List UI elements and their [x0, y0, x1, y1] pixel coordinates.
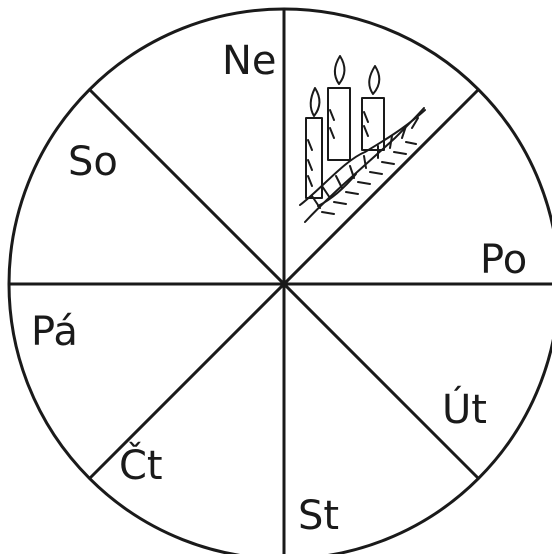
label-ut: Út [442, 390, 487, 430]
advent-candles-icon [300, 56, 425, 222]
label-so: So [68, 142, 118, 182]
label-ct: Čt [119, 446, 163, 486]
label-ne: Ne [222, 41, 277, 81]
label-po: Po [480, 240, 527, 280]
label-st: St [298, 496, 339, 536]
label-pa: Pá [31, 312, 78, 352]
